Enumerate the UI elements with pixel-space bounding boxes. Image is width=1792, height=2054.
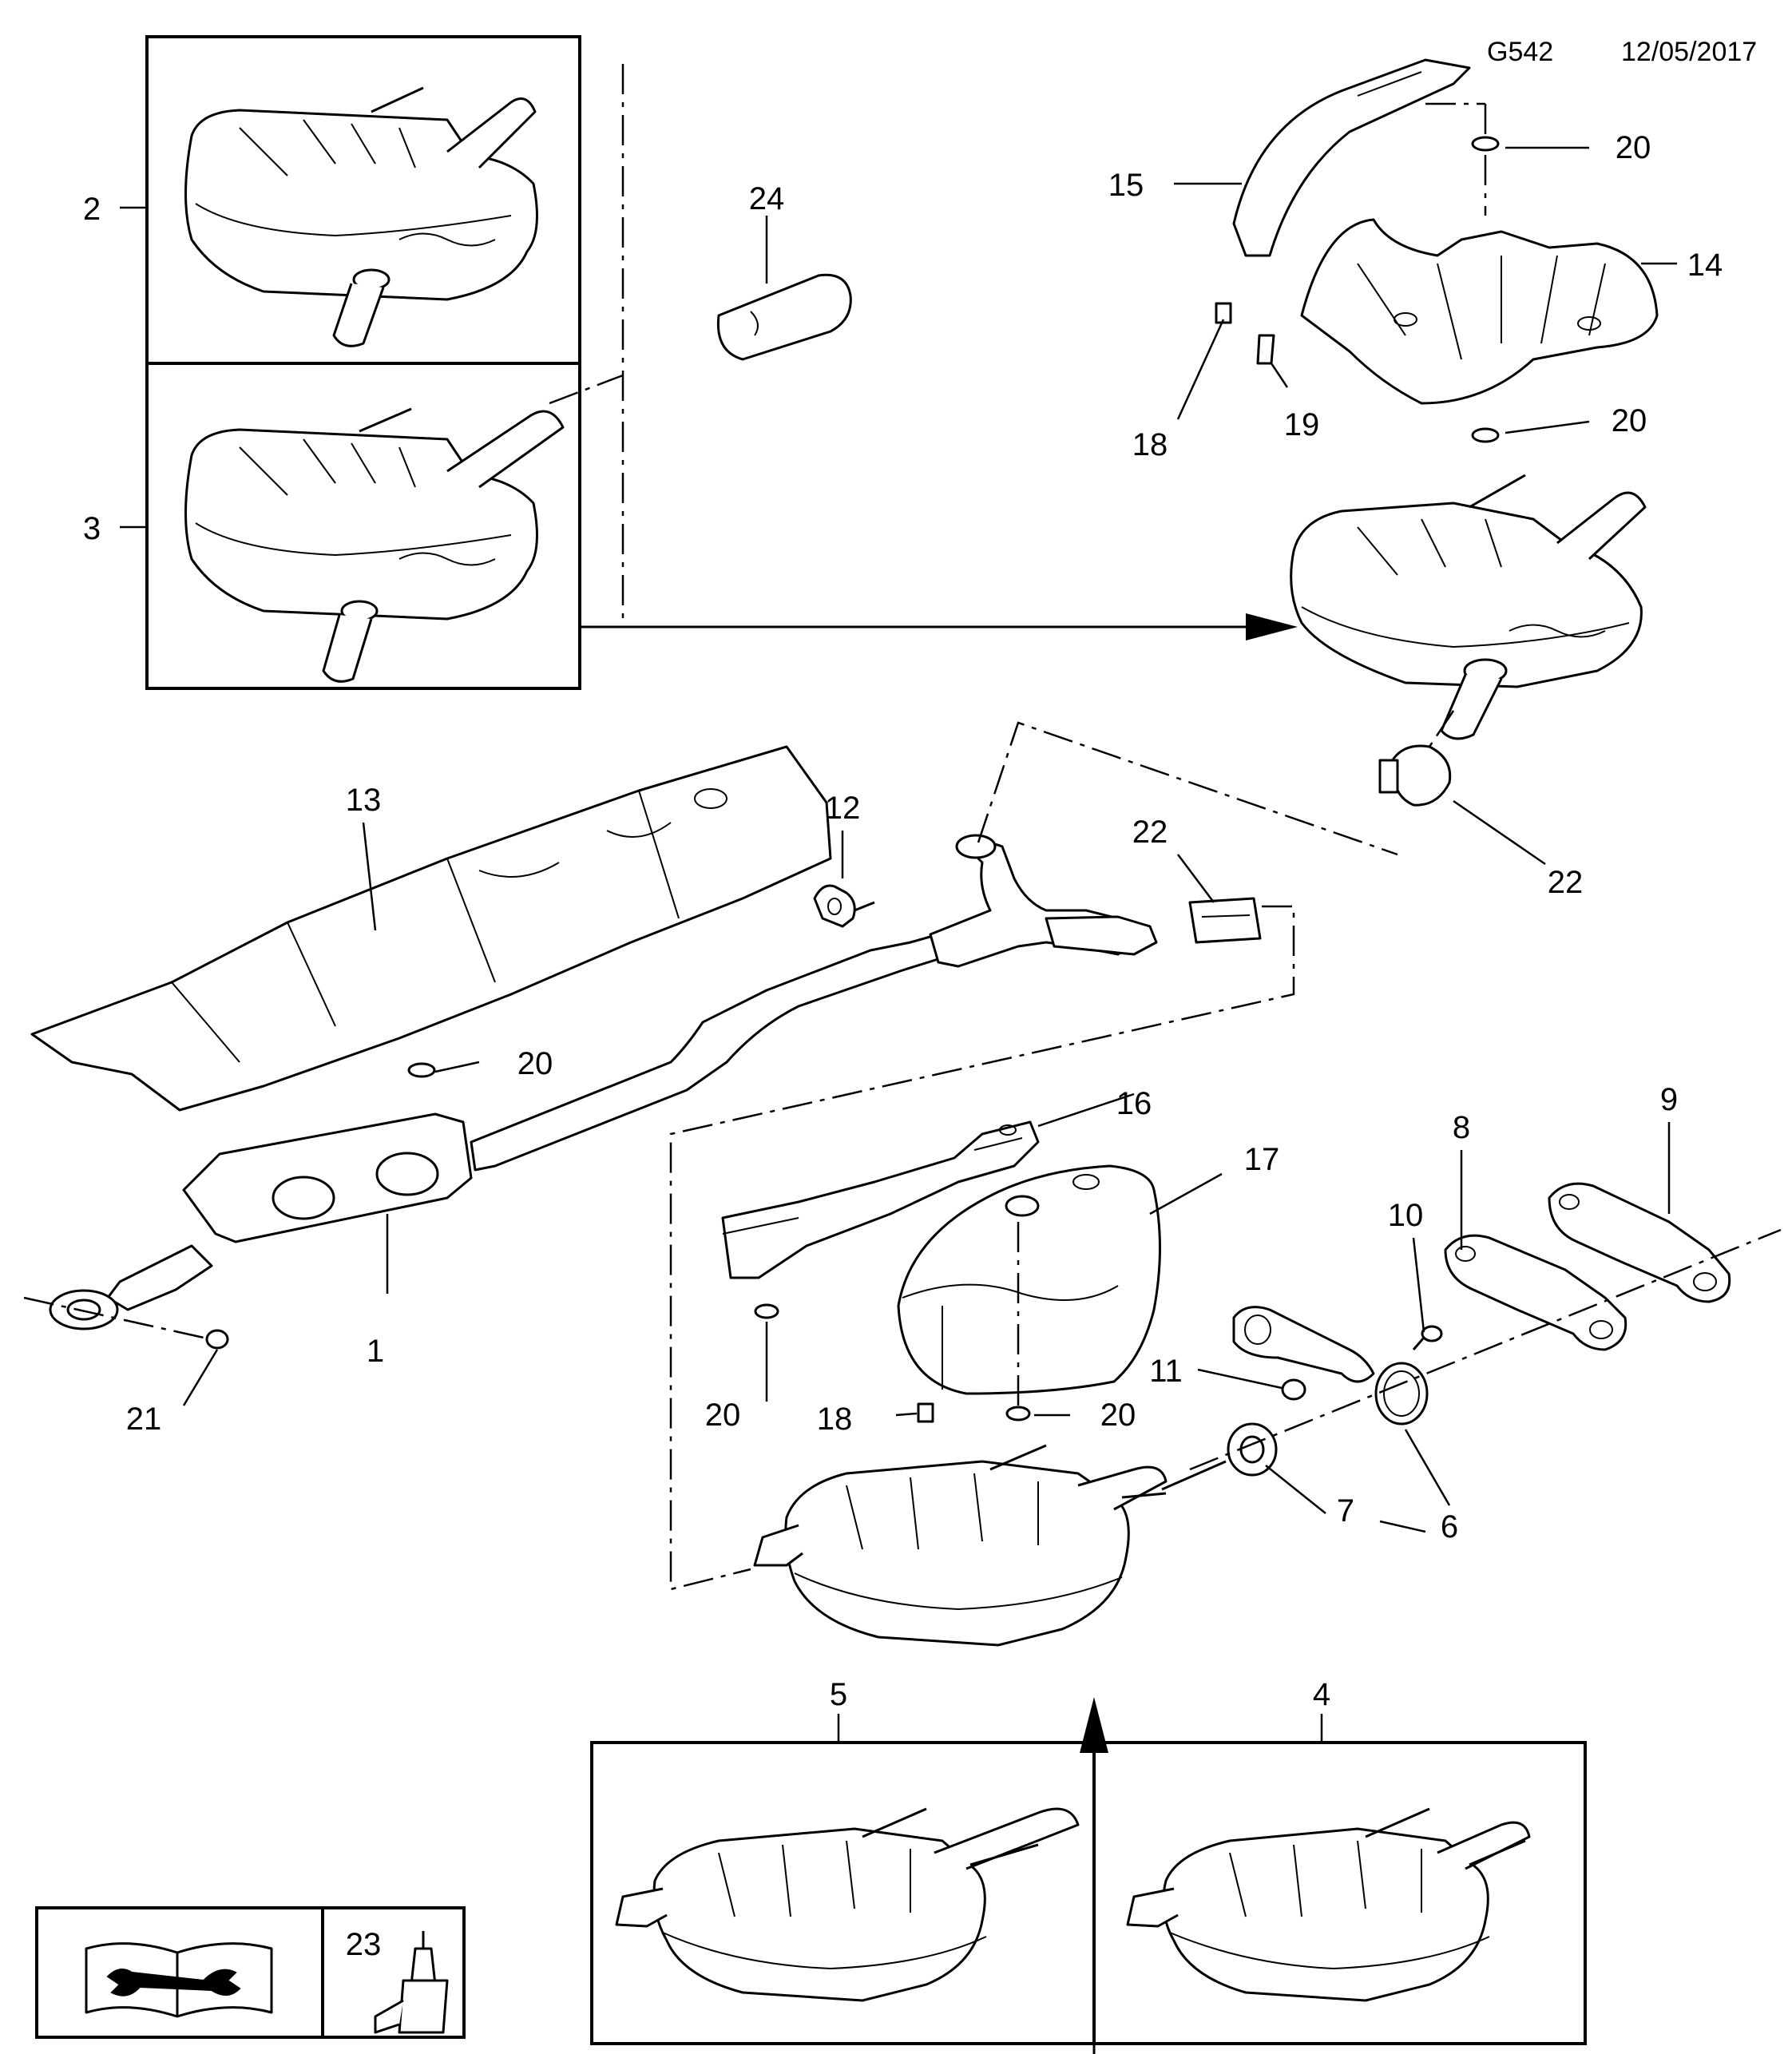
- callout-2: 2: [83, 192, 101, 227]
- heat-shield-14-drawing: [1300, 218, 1659, 405]
- callout-23: 23: [346, 1927, 382, 1962]
- heat-shield-17-drawing: [897, 1164, 1161, 1395]
- callout-3: 3: [83, 511, 101, 546]
- callout-21: 21: [126, 1402, 162, 1437]
- sealant-tube-icon: [374, 1931, 449, 2034]
- bracket-6-drawing: [1232, 1306, 1429, 1426]
- nut-11-drawing: [1281, 1378, 1306, 1401]
- clip-18-right-drawing: [1215, 302, 1232, 324]
- clamp-22-right-drawing: [1378, 744, 1452, 807]
- callout-15: 15: [1108, 168, 1144, 203]
- callout-20-b: 20: [1612, 403, 1647, 438]
- rear-muffler-lower-drawing: [753, 1444, 1168, 1647]
- callout-6: 6: [1441, 1509, 1458, 1544]
- variant-box-4-5: [590, 1741, 1587, 2045]
- callout-12: 12: [825, 791, 861, 826]
- callout-19: 19: [1284, 407, 1320, 442]
- diagram-code: G542: [1487, 37, 1553, 67]
- washer-20-lower-b: [1005, 1406, 1031, 1422]
- callout-11: 11: [1149, 1354, 1183, 1389]
- callout-18-lower: 18: [817, 1402, 853, 1437]
- washer-20-left-drawing: [407, 1062, 436, 1078]
- washer-20-top-a: [1471, 136, 1500, 152]
- callout-13: 13: [346, 783, 382, 818]
- clip-19-drawing: [1256, 334, 1275, 365]
- rear-muffler-variant-boxes: [120, 35, 624, 690]
- gasket-21-nut-drawing: [205, 1329, 229, 1350]
- sleeve-24-drawing: [716, 216, 852, 361]
- callout-18-right: 18: [1132, 427, 1168, 462]
- callout-1: 1: [367, 1334, 384, 1369]
- callout-8: 8: [1453, 1110, 1470, 1145]
- info-box: [35, 1906, 466, 2039]
- washer-20-top-b: [1471, 427, 1500, 443]
- rear-muffler-3-drawing: [184, 407, 565, 683]
- clamp-22-middle-drawing: [1188, 897, 1262, 944]
- callout-20-a: 20: [1616, 130, 1651, 165]
- rear-muffler-variant-boxes-bottom: [590, 1714, 1587, 2045]
- callout-22-right: 22: [1548, 865, 1584, 900]
- diagram-date: 12/05/2017: [1621, 37, 1757, 67]
- leader-lines: [182, 146, 1677, 1533]
- rear-muffler-4-drawing: [1126, 1807, 1531, 2002]
- rear-muffler-5-drawing: [615, 1807, 1080, 2002]
- rear-muffler-right-drawing: [1290, 474, 1647, 747]
- callout-20-e: 20: [1100, 1398, 1136, 1433]
- bracket-9-drawing: [1548, 1182, 1731, 1303]
- callout-14: 14: [1687, 248, 1723, 283]
- repair-manual-icon: [85, 1942, 273, 2018]
- callout-20-d: 20: [705, 1398, 741, 1433]
- callout-20-c: 20: [517, 1046, 553, 1081]
- callout-24: 24: [749, 181, 785, 216]
- bracket-8-drawing: [1444, 1234, 1627, 1351]
- assembly-arrow-right: [580, 613, 1298, 640]
- heat-shield-13-drawing: [30, 745, 832, 1112]
- callout-5: 5: [830, 1677, 847, 1712]
- washer-20-lower-a: [754, 1303, 779, 1319]
- callout-22-middle: 22: [1132, 815, 1168, 850]
- callout-4: 4: [1313, 1677, 1330, 1712]
- heat-shield-16-drawing: [721, 1120, 1040, 1279]
- hanger-12-drawing: [813, 884, 875, 928]
- clip-18-lower-drawing: [917, 1402, 934, 1423]
- callout-7: 7: [1337, 1493, 1354, 1529]
- bolt-10-drawing: [1412, 1325, 1443, 1350]
- front-pipe-1-drawing: [23, 834, 1158, 1339]
- callout-10: 10: [1388, 1198, 1424, 1233]
- callout-17: 17: [1244, 1142, 1280, 1177]
- rear-muffler-2-drawing: [184, 86, 538, 347]
- callout-labels: 1 2 3 4 5 6 7 8 9 10 11 12 13 14 15 16 1…: [83, 130, 1723, 1962]
- callout-16: 16: [1116, 1086, 1152, 1121]
- callout-9: 9: [1660, 1082, 1678, 1117]
- heat-shield-15-drawing: [1232, 58, 1471, 257]
